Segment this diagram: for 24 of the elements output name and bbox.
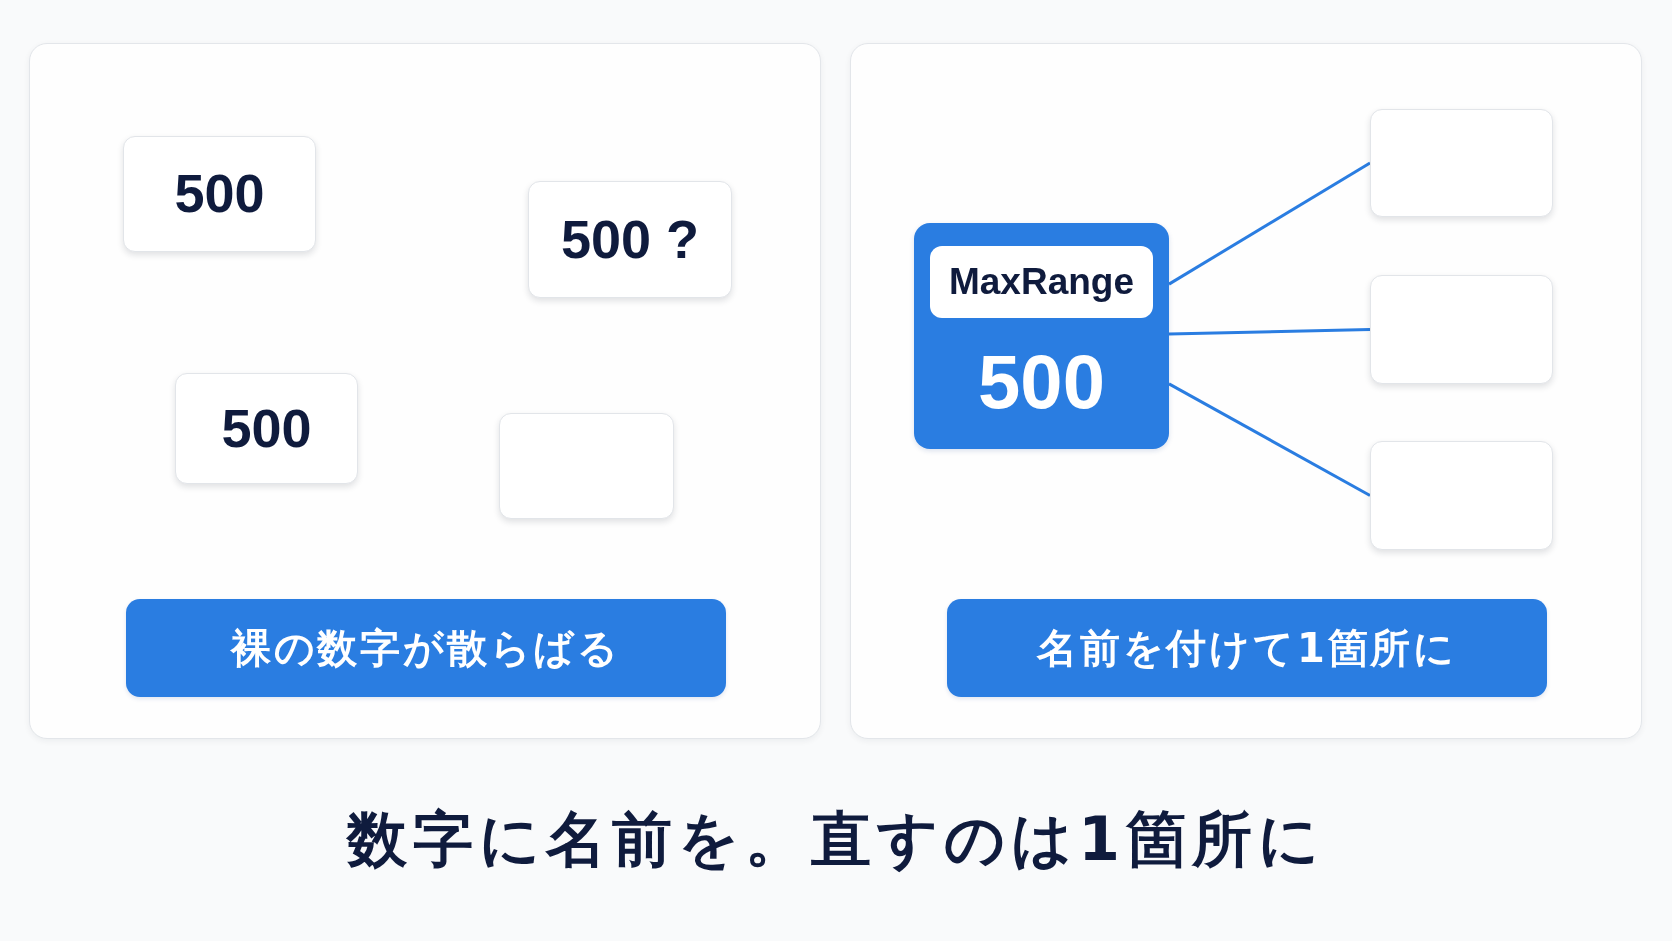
caption-banner [947, 599, 1547, 697]
empty-card [1370, 275, 1553, 384]
number-value: 500 [174, 164, 265, 224]
number-value: 500 [221, 398, 312, 459]
empty-card [499, 413, 674, 519]
number-card [528, 181, 732, 298]
caption-text: 名前を付けて1箇所に [1037, 626, 1457, 670]
name-tag [930, 246, 1153, 318]
constant-box [914, 223, 1169, 449]
title: 数字に名前を。直すのは1箇所に [347, 803, 1325, 876]
number-card [175, 373, 358, 484]
constant-value: 500 [978, 340, 1105, 424]
panel [29, 43, 821, 739]
empty-card [1370, 109, 1553, 217]
connector-line [1168, 161, 1371, 286]
connector-line [1168, 328, 1371, 336]
number-value: 500 ? [560, 209, 700, 270]
caption-text: 裸の数字が散らばる [230, 626, 622, 670]
caption-banner [126, 599, 726, 697]
constant-name: MaxRange [948, 261, 1135, 303]
connector-line [1168, 382, 1371, 497]
number-card [123, 136, 316, 252]
empty-card [1370, 441, 1553, 550]
panel [850, 43, 1642, 739]
